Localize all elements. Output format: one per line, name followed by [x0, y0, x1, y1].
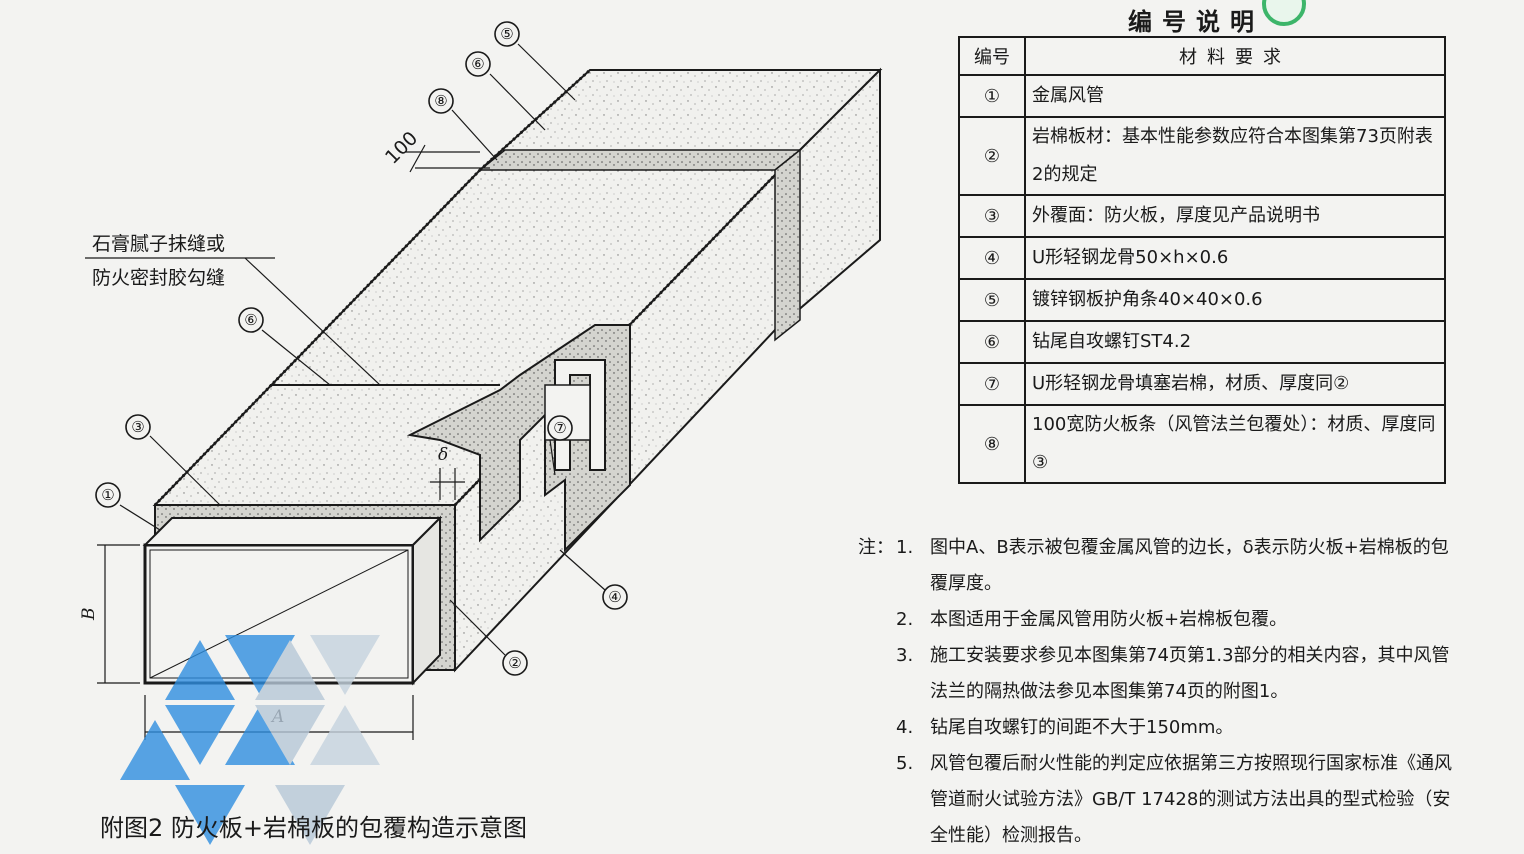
- legend-text: 金属风管: [1024, 74, 1446, 118]
- callout-2: ②: [502, 650, 528, 676]
- legend-header-row: 编号 材料要求: [958, 36, 1446, 76]
- callout-7: ⑦: [547, 415, 573, 441]
- legend-text: 镀锌钢板护角条40×40×0.6: [1024, 278, 1446, 322]
- svg-text:⑧: ⑧: [434, 92, 447, 110]
- note-number: 3.: [896, 645, 914, 666]
- seam-note-line2: 防火密封胶勾缝: [92, 267, 225, 289]
- callout-6-top: ⑥: [465, 51, 491, 77]
- legend-title: 编号说明: [1128, 8, 1264, 36]
- callout-8: ⑧: [428, 88, 454, 114]
- legend-text: 100宽防火板条（风管法兰包覆处）：材质、厚度同③: [1024, 404, 1446, 484]
- note-number: 1.: [896, 537, 914, 558]
- callout-3: ③: [125, 414, 151, 440]
- legend-row: ⑦ U形轻钢龙骨填塞岩棉，材质、厚度同②: [958, 362, 1446, 406]
- svg-text:④: ④: [608, 588, 621, 606]
- svg-text:⑤: ⑤: [500, 25, 513, 43]
- legend-row: ⑧ 100宽防火板条（风管法兰包覆处）：材质、厚度同③: [958, 404, 1446, 484]
- legend-text: U形轻钢龙骨填塞岩棉，材质、厚度同②: [1024, 362, 1446, 406]
- legend-text: 外覆面：防火板，厚度见产品说明书: [1024, 194, 1446, 238]
- legend-no: ⑦: [958, 362, 1026, 406]
- seam-note-line1: 石膏腻子抹缝或: [92, 232, 225, 255]
- duct-cladding-diagram: 石膏腻子抹缝或 防火密封胶勾缝 100 δ B A ⑤ ⑥ ⑧ ⑥ ③ ① ⑦ …: [79, 21, 883, 845]
- legend-no: ①: [958, 74, 1026, 118]
- legend-row: ② 岩棉板材：基本性能参数应符合本图集第73页附表2的规定: [958, 116, 1446, 196]
- note-text: 风管包覆后耐火性能的判定应依据第三方按照现行国家标准《通风管道耐火试验方法》GB…: [930, 753, 1452, 846]
- legend-row: ⑥ 钻尾自攻螺钉ST4.2: [958, 320, 1446, 364]
- note-text: 钻尾自攻螺钉的间距不大于150mm。: [930, 717, 1234, 738]
- cutaway-section: [406, 324, 631, 553]
- legend-no: ②: [958, 116, 1026, 196]
- legend-row: ④ U形轻钢龙骨50×h×0.6: [958, 236, 1446, 280]
- note-item: 3. 施工安装要求参见本图集第74页第1.3部分的相关内容，其中风管法兰的隔热做…: [858, 638, 1458, 710]
- legend-header-no: 编号: [958, 36, 1026, 76]
- status-dot-icon: [1262, 0, 1306, 26]
- note-text: 施工安装要求参见本图集第74页第1.3部分的相关内容，其中风管法兰的隔热做法参见…: [930, 645, 1450, 702]
- legend-row: ③ 外覆面：防火板，厚度见产品说明书: [958, 194, 1446, 238]
- watermark-logo: [120, 635, 380, 845]
- flange-strip: [477, 149, 803, 171]
- legend-text: 钻尾自攻螺钉ST4.2: [1024, 320, 1446, 364]
- dim-delta-label: δ: [438, 445, 448, 465]
- notes-prefix: 注：: [858, 537, 894, 558]
- svg-text:②: ②: [508, 654, 521, 672]
- callout-6-mid: ⑥: [238, 307, 264, 333]
- note-text: 图中A、B表示被包覆金属风管的边长，δ表示防火板+岩棉板的包覆厚度。: [930, 537, 1449, 594]
- legend-no: ⑥: [958, 320, 1026, 364]
- legend-text: U形轻钢龙骨50×h×0.6: [1024, 236, 1446, 280]
- svg-text:③: ③: [131, 418, 144, 436]
- note-item: 注： 1. 图中A、B表示被包覆金属风管的边长，δ表示防火板+岩棉板的包覆厚度。: [858, 530, 1458, 602]
- legend-row: ⑤ 镀锌钢板护角条40×40×0.6: [958, 278, 1446, 322]
- note-item: 2. 本图适用于金属风管用防火板+岩棉板包覆。: [858, 602, 1458, 638]
- svg-text:⑥: ⑥: [244, 311, 257, 329]
- legend-text: 岩棉板材：基本性能参数应符合本图集第73页附表2的规定: [1024, 116, 1446, 196]
- legend-no: ③: [958, 194, 1026, 238]
- legend-no: ⑧: [958, 404, 1026, 484]
- note-number: 2.: [896, 609, 914, 630]
- note-text: 本图适用于金属风管用防火板+岩棉板包覆。: [930, 609, 1288, 630]
- dim-b-label: B: [79, 608, 99, 622]
- note-item: 5. 风管包覆后耐火性能的判定应依据第三方按照现行国家标准《通风管道耐火试验方法…: [858, 746, 1458, 854]
- svg-text:①: ①: [101, 486, 114, 504]
- figure-caption: 附图2 防火板+岩棉板的包覆构造示意图: [100, 814, 528, 842]
- note-number: 5.: [896, 753, 914, 774]
- legend-no: ④: [958, 236, 1026, 280]
- notes-block: 注： 1. 图中A、B表示被包覆金属风管的边长，δ表示防火板+岩棉板的包覆厚度。…: [858, 530, 1458, 854]
- legend-table: 编号 材料要求 ① 金属风管 ② 岩棉板材：基本性能参数应符合本图集第73页附表…: [958, 36, 1446, 484]
- callout-4: ④: [602, 584, 628, 610]
- note-number: 4.: [896, 717, 914, 738]
- callout-5: ⑤: [494, 21, 520, 47]
- svg-text:⑥: ⑥: [471, 55, 484, 73]
- legend-no: ⑤: [958, 278, 1026, 322]
- legend-header-material: 材料要求: [1024, 36, 1446, 76]
- callout-1: ①: [95, 482, 121, 508]
- legend-row: ① 金属风管: [958, 74, 1446, 118]
- note-item: 4. 钻尾自攻螺钉的间距不大于150mm。: [858, 710, 1458, 746]
- svg-text:⑦: ⑦: [553, 419, 566, 437]
